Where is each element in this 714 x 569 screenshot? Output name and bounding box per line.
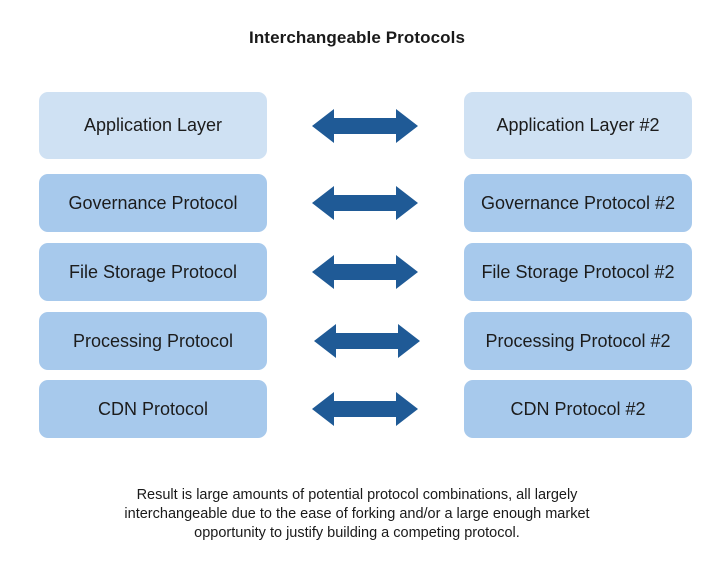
footer-line: interchangeable due to the ease of forki…	[124, 506, 590, 522]
cdn-protocol-box: CDN Protocol	[39, 380, 267, 438]
protocol-row-file-storage: File Storage Protocol File Storage Proto…	[0, 243, 714, 301]
governance-protocol-2-box: Governance Protocol #2	[464, 174, 692, 232]
protocol-row-processing: Processing Protocol Processing Protocol …	[0, 312, 714, 370]
double-arrow-icon	[314, 324, 420, 358]
processing-protocol-2-box: Processing Protocol #2	[464, 312, 692, 370]
double-arrow-icon	[312, 109, 418, 143]
footer-caption: Result is large amounts of potential pro…	[0, 486, 714, 543]
footer-line: opportunity to justify building a compet…	[194, 525, 520, 541]
protocol-row-governance: Governance Protocol Governance Protocol …	[0, 174, 714, 232]
application-layer-box: Application Layer	[39, 92, 267, 159]
double-arrow-icon	[312, 392, 418, 426]
footer-line: Result is large amounts of potential pro…	[136, 487, 578, 503]
protocol-row-cdn: CDN Protocol CDN Protocol #2	[0, 380, 714, 438]
double-arrow-icon	[312, 186, 418, 220]
protocol-row-application: Application Layer Application Layer #2	[0, 92, 714, 159]
cdn-protocol-2-box: CDN Protocol #2	[464, 380, 692, 438]
diagram-title: Interchangeable Protocols	[249, 28, 465, 47]
processing-protocol-box: Processing Protocol	[39, 312, 267, 370]
file-storage-protocol-2-box: File Storage Protocol #2	[464, 243, 692, 301]
governance-protocol-box: Governance Protocol	[39, 174, 267, 232]
application-layer-2-box: Application Layer #2	[464, 92, 692, 159]
file-storage-protocol-box: File Storage Protocol	[39, 243, 267, 301]
double-arrow-icon	[312, 255, 418, 289]
